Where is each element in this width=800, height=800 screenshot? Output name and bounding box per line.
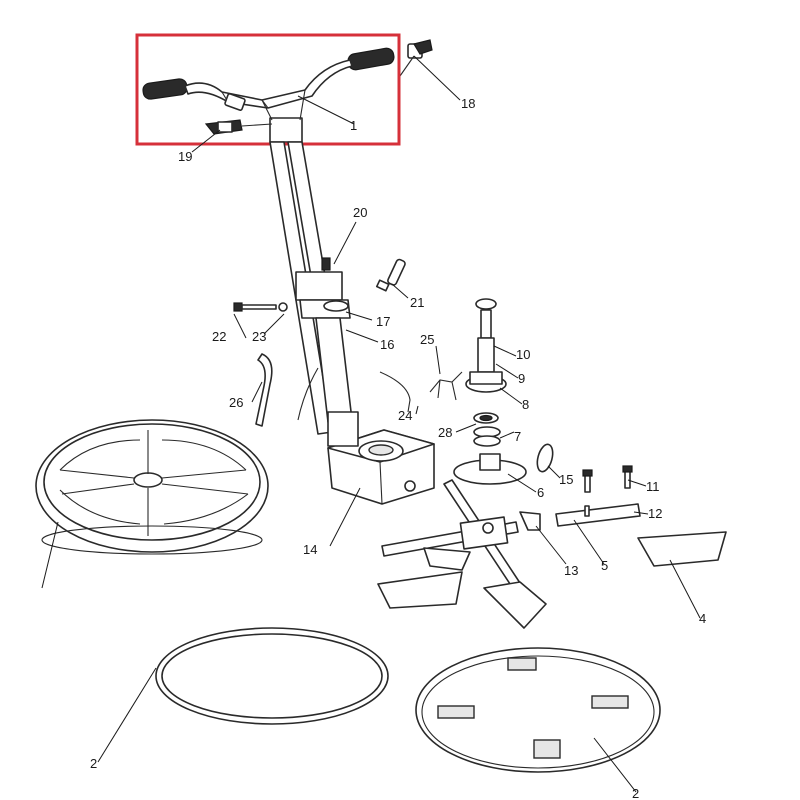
blade-front	[483, 581, 547, 629]
gearbox	[327, 411, 435, 505]
hose-27	[255, 353, 273, 427]
callout-11: 10	[516, 347, 530, 362]
handlebar-tube	[184, 59, 353, 109]
highlight-box	[135, 33, 401, 146]
callout-16: 15	[559, 472, 573, 487]
callout-8: 7	[514, 429, 521, 444]
column-top	[269, 117, 303, 143]
callout-2: 2	[632, 786, 639, 800]
callout-20: 19	[178, 149, 192, 164]
callout-1: 1	[350, 118, 357, 133]
callout-25: 24	[398, 408, 412, 423]
blade-rear	[423, 547, 471, 571]
callout-4: 2	[90, 756, 97, 771]
trowel-blades	[377, 531, 727, 629]
pan-2	[415, 647, 661, 773]
callout-27: 26	[229, 395, 243, 410]
handle-column	[269, 141, 411, 435]
kill-switch	[399, 39, 433, 77]
callout-19: 18	[461, 96, 475, 111]
handlebar-assembly	[142, 47, 395, 143]
callout-22: 21	[410, 295, 424, 310]
drive-stack	[453, 298, 554, 485]
callout-13: 12	[648, 506, 662, 521]
callout-17: 16	[380, 337, 394, 352]
column-bracket	[295, 271, 343, 301]
spider-arms	[381, 479, 641, 591]
ring-4	[155, 627, 389, 725]
guard-ring	[35, 419, 269, 555]
callout-18: 17	[376, 314, 390, 329]
handlebar-clamp	[224, 93, 246, 111]
callout-24: 23	[252, 329, 266, 344]
callout-26: 25	[420, 332, 434, 347]
right-grip	[347, 47, 395, 71]
callout-7: 6	[537, 485, 544, 500]
blade-5	[637, 531, 727, 567]
bolts-12	[582, 465, 633, 493]
blade-left	[377, 571, 463, 609]
callout-5: 4	[699, 611, 706, 626]
callout-23: 22	[212, 329, 226, 344]
callout-21: 20	[353, 205, 367, 220]
callout-9: 8	[522, 397, 529, 412]
leader-lines	[41, 55, 701, 793]
left-grip	[142, 78, 188, 100]
callout-6: 5	[601, 558, 608, 573]
throttle-lever	[204, 119, 273, 135]
callout-12: 11	[646, 479, 660, 494]
spring-clip	[429, 371, 463, 401]
callout-labels: 1 18 19 20 21 17 16 22 23 25 26 24 10 9 …	[90, 96, 706, 800]
bolt-23	[233, 302, 288, 312]
callout-14: 13	[564, 563, 578, 578]
callout-15: 14	[303, 542, 317, 557]
callout-28: 28	[438, 425, 452, 440]
callout-10: 9	[518, 371, 525, 386]
pin-22	[375, 258, 406, 292]
